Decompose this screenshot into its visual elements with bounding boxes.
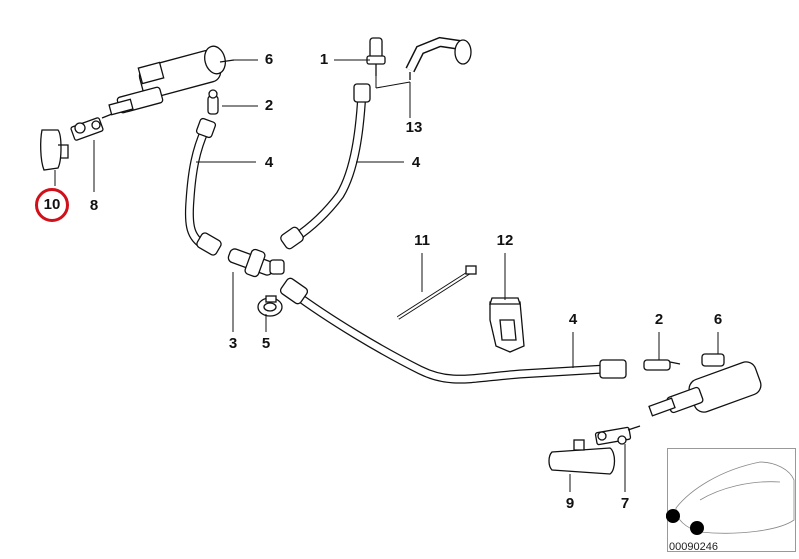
callout-6-top: 6: [264, 51, 274, 68]
cap-part-9: [548, 439, 616, 475]
callout-9: 9: [565, 495, 575, 512]
nozzle-right-part-2: [643, 359, 681, 371]
inset-frame: [667, 448, 796, 552]
cable-tie-part-11: [396, 265, 477, 320]
callout-4-middle: 4: [411, 154, 421, 171]
callout-10: 10: [43, 196, 61, 213]
callout-2-top: 2: [264, 97, 274, 114]
callout-12: 12: [496, 232, 514, 249]
washer-pump-top: [108, 45, 235, 116]
callout-4-left: 4: [264, 154, 274, 171]
callout-8: 8: [89, 197, 99, 214]
washer-pump-right: [648, 353, 762, 417]
t-piece-part-3: [227, 248, 285, 278]
callout-5: 5: [261, 335, 271, 352]
diagram-reference-number: 00090246: [669, 541, 718, 553]
callout-2-right: 2: [654, 311, 664, 328]
clip-part-7: [594, 425, 641, 446]
callout-11: 11: [414, 232, 430, 249]
leader-lines: [54, 59, 719, 492]
callout-3: 3: [228, 335, 238, 352]
callout-7: 7: [620, 495, 630, 512]
hose-clamp-part-5: [257, 295, 283, 317]
elbow-connector-part-13: [405, 36, 472, 80]
hose-long-part-4: [279, 277, 627, 384]
hose-middle-part-4: [280, 83, 371, 250]
cap-part-10: [40, 129, 69, 171]
callout-4-right: 4: [568, 311, 578, 328]
clip-part-8: [70, 113, 113, 141]
highlight-ring: [35, 188, 69, 222]
nozzle-top-part-2: [207, 89, 219, 115]
hose-left-part-4: [184, 117, 222, 256]
callout-1: 1: [319, 51, 329, 68]
bracket-part-12: [489, 297, 525, 353]
callout-6-right: 6: [713, 311, 723, 328]
callout-13: 13: [405, 119, 423, 136]
